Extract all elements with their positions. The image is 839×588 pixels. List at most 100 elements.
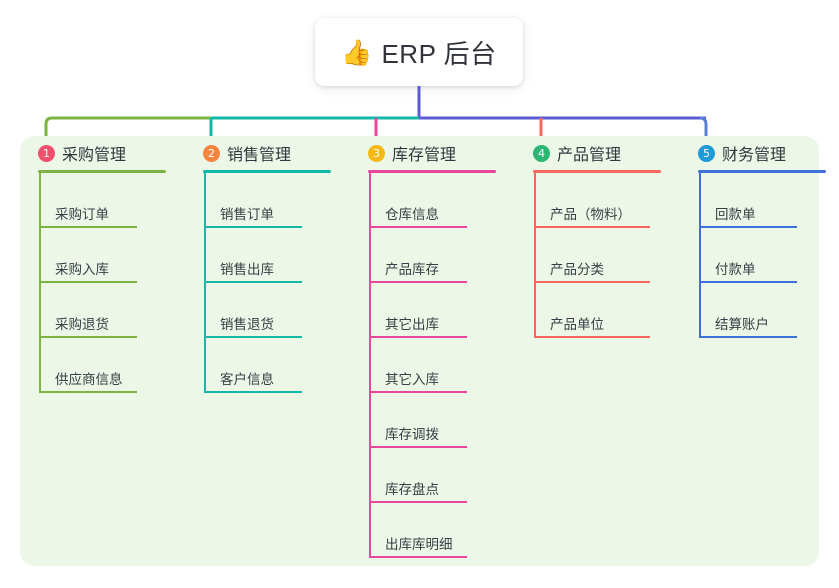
branch-underline-5 (698, 170, 826, 173)
branch-underline-1 (38, 170, 166, 173)
list-item-label: 其它入库 (385, 372, 439, 387)
list-item-label: 出库库明细 (385, 537, 453, 552)
branch-badge-2: 2 (203, 144, 220, 162)
list-item[interactable]: 销售出库 (204, 228, 350, 283)
list-item-underline (534, 226, 650, 228)
branch-columns: 1 采购管理采购订单采购入库采购退货供应商信息 2 销售管理销售订单销售出库销售退货客… (20, 136, 826, 566)
list-item[interactable]: 产品分类 (534, 228, 680, 283)
branch-header-2[interactable]: 2 销售管理 (185, 136, 350, 170)
thumbs-up-icon: 👍 (341, 37, 373, 67)
list-item[interactable]: 其它入库 (369, 338, 515, 393)
branch-underline-2 (203, 170, 331, 173)
list-item[interactable]: 库存盘点 (369, 448, 515, 503)
branch-column-5: 5 财务管理回款单付款单结算账户 (680, 136, 839, 338)
branch-title-2: 销售管理 (227, 147, 292, 164)
branch-items-5: 回款单付款单结算账户 (680, 173, 839, 338)
branch-header-1[interactable]: 1 采购管理 (20, 136, 185, 170)
branch-badge-5: 5 (698, 144, 715, 162)
list-item-label: 其它出库 (385, 317, 439, 332)
list-item-underline (204, 281, 302, 283)
branch-spine-4 (534, 173, 536, 338)
list-item-underline (204, 226, 302, 228)
branch-badge-4: 4 (533, 144, 550, 162)
list-item-underline (39, 281, 137, 283)
list-item-underline (369, 501, 467, 503)
branch-title-1: 采购管理 (62, 147, 127, 164)
branch-spine-2 (204, 173, 206, 393)
list-item-underline (39, 226, 137, 228)
list-item-underline (699, 226, 797, 228)
list-item-label: 结算账户 (715, 317, 769, 332)
list-item-label: 供应商信息 (55, 372, 123, 387)
list-item[interactable]: 销售订单 (204, 173, 350, 228)
list-item-label: 产品（物料） (550, 207, 631, 222)
list-item-underline (204, 391, 302, 393)
list-item-label: 产品分类 (550, 262, 604, 277)
list-item-label: 产品单位 (550, 317, 604, 332)
branch-spine-1 (39, 173, 41, 393)
list-item-underline (369, 281, 467, 283)
list-item[interactable]: 出库库明细 (369, 503, 515, 558)
branch-header-4[interactable]: 4 产品管理 (515, 136, 680, 170)
branch-items-3: 仓库信息产品库存其它出库其它入库库存调拨库存盘点出库库明细 (350, 173, 515, 558)
list-item[interactable]: 产品库存 (369, 228, 515, 283)
list-item[interactable]: 产品单位 (534, 283, 680, 338)
list-item-label: 产品库存 (385, 262, 439, 277)
list-item[interactable]: 其它出库 (369, 283, 515, 338)
branch-spine-5 (699, 173, 701, 338)
list-item-label: 仓库信息 (385, 207, 439, 222)
list-item-underline (369, 446, 467, 448)
list-item[interactable]: 库存调拨 (369, 393, 515, 448)
list-item-underline (534, 281, 650, 283)
branch-header-5[interactable]: 5 财务管理 (680, 136, 839, 170)
list-item-label: 库存盘点 (385, 482, 439, 497)
list-item[interactable]: 供应商信息 (39, 338, 185, 393)
list-item-underline (369, 226, 467, 228)
list-item[interactable]: 付款单 (699, 228, 839, 283)
page-title: ERP 后台 (381, 38, 497, 69)
list-item[interactable]: 客户信息 (204, 338, 350, 393)
branch-underline-4 (533, 170, 661, 173)
root-node-card[interactable]: 👍 ERP 后台 (315, 18, 523, 86)
list-item[interactable]: 采购入库 (39, 228, 185, 283)
branch-badge-3: 3 (368, 144, 385, 162)
list-item-underline (204, 336, 302, 338)
list-item-label: 采购订单 (55, 207, 109, 222)
branch-title-4: 产品管理 (557, 147, 622, 164)
branch-items-1: 采购订单采购入库采购退货供应商信息 (20, 173, 185, 393)
list-item-label: 付款单 (715, 262, 756, 277)
list-item[interactable]: 采购退货 (39, 283, 185, 338)
list-item[interactable]: 结算账户 (699, 283, 839, 338)
branch-items-4: 产品（物料） 产品分类产品单位 (515, 173, 680, 338)
list-item-label: 销售出库 (220, 262, 274, 277)
list-item-label: 采购退货 (55, 317, 109, 332)
branch-column-4: 4 产品管理产品（物料） 产品分类产品单位 (515, 136, 680, 338)
list-item-label: 销售订单 (220, 207, 274, 222)
list-item-label: 销售退货 (220, 317, 274, 332)
list-item-label: 库存调拨 (385, 427, 439, 442)
list-item-underline (39, 336, 137, 338)
list-item-underline (699, 336, 797, 338)
list-item[interactable]: 采购订单 (39, 173, 185, 228)
branch-spine-3 (369, 173, 371, 558)
branch-title-5: 财务管理 (722, 147, 787, 164)
list-item-label: 采购入库 (55, 262, 109, 277)
list-item[interactable]: 仓库信息 (369, 173, 515, 228)
list-item-underline (39, 391, 137, 393)
list-item-underline (534, 336, 650, 338)
list-item[interactable]: 回款单 (699, 173, 839, 228)
branch-column-2: 2 销售管理销售订单销售出库销售退货客户信息 (185, 136, 350, 393)
branch-underline-3 (368, 170, 496, 173)
list-item-label: 回款单 (715, 207, 756, 222)
list-item-underline (699, 281, 797, 283)
list-item-underline (369, 391, 467, 393)
list-item[interactable]: 产品（物料） (534, 173, 680, 228)
branch-items-2: 销售订单销售出库销售退货客户信息 (185, 173, 350, 393)
list-item-underline (369, 556, 467, 558)
list-item[interactable]: 销售退货 (204, 283, 350, 338)
branches-panel (20, 136, 819, 566)
branch-badge-1: 1 (38, 144, 55, 162)
